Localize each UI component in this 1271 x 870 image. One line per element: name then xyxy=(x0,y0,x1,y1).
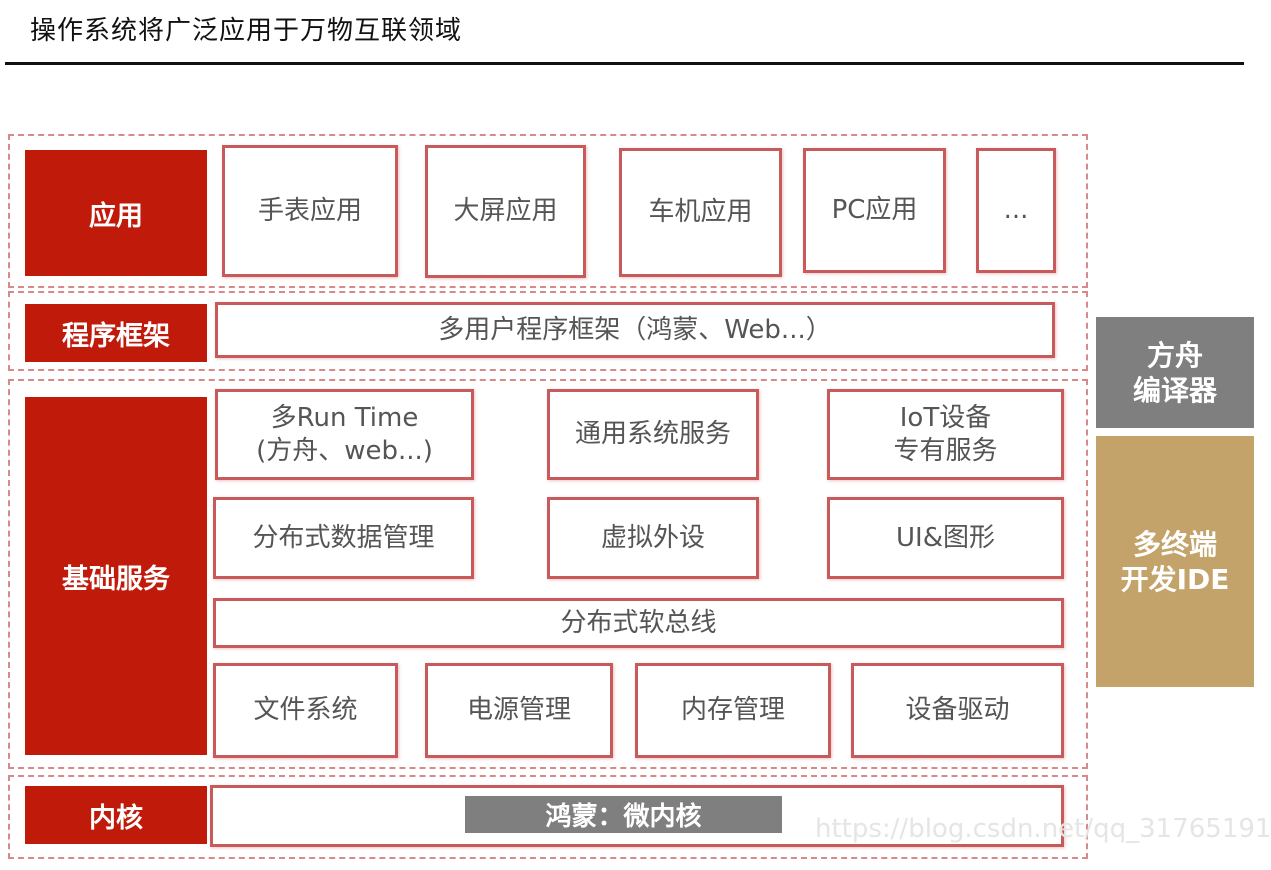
ide-line2: 开发IDE xyxy=(1120,562,1230,596)
app-box-large-screen: 大屏应用 xyxy=(425,145,586,278)
framework-layer-label: 程序框架 xyxy=(25,304,207,362)
app-box-more: ... xyxy=(976,148,1056,273)
kernel-layer xyxy=(8,775,1088,859)
soft-bus-box: 分布式软总线 xyxy=(213,598,1064,648)
general-service-box: 通用系统服务 xyxy=(547,389,759,480)
base-services-layer xyxy=(8,379,1088,769)
watermark: https://blog.csdn.net/qq_31765191 xyxy=(815,814,1271,844)
memory-management-box: 内存管理 xyxy=(635,663,831,758)
distributed-data-box: 分布式数据管理 xyxy=(213,497,474,579)
iot-line1: IoT设备 xyxy=(899,403,992,433)
app-box-car: 车机应用 xyxy=(619,148,782,277)
multi-device-ide-panel: 多终端 开发IDE xyxy=(1096,436,1254,687)
app-box-watch: 手表应用 xyxy=(222,145,398,277)
device-driver-box: 设备驱动 xyxy=(851,663,1064,758)
runtime-box: 多Run Time (方舟、web...) xyxy=(215,389,474,480)
power-management-box: 电源管理 xyxy=(425,663,613,758)
ide-line1: 多终端 xyxy=(1132,527,1217,561)
runtime-line2: (方舟、web...) xyxy=(256,435,433,466)
compiler-line2: 编译器 xyxy=(1132,373,1217,407)
iot-service-box: IoT设备 专有服务 xyxy=(827,389,1064,480)
title-divider xyxy=(5,62,1244,65)
kernel-layer-label: 内核 xyxy=(25,786,207,844)
framework-layer xyxy=(8,291,1088,371)
kernel-content: 鸿蒙：微内核 xyxy=(465,796,782,833)
base-services-label: 基础服务 xyxy=(25,397,207,755)
app-layer xyxy=(8,134,1088,288)
app-layer-label: 应用 xyxy=(25,150,207,276)
iot-line2: 专有服务 xyxy=(893,435,998,466)
runtime-line1: 多Run Time xyxy=(270,403,419,433)
ui-graphics-box: UI&图形 xyxy=(827,497,1064,579)
framework-box: 多用户程序框架（鸿蒙、Web...） xyxy=(215,302,1055,358)
ark-compiler-panel: 方舟 编译器 xyxy=(1096,317,1254,428)
app-box-pc: PC应用 xyxy=(803,148,946,273)
virtual-peripheral-box: 虚拟外设 xyxy=(547,497,759,579)
page-title: 操作系统将广泛应用于万物互联领域 xyxy=(30,16,463,46)
file-system-box: 文件系统 xyxy=(213,663,398,758)
compiler-line1: 方舟 xyxy=(1146,338,1203,372)
